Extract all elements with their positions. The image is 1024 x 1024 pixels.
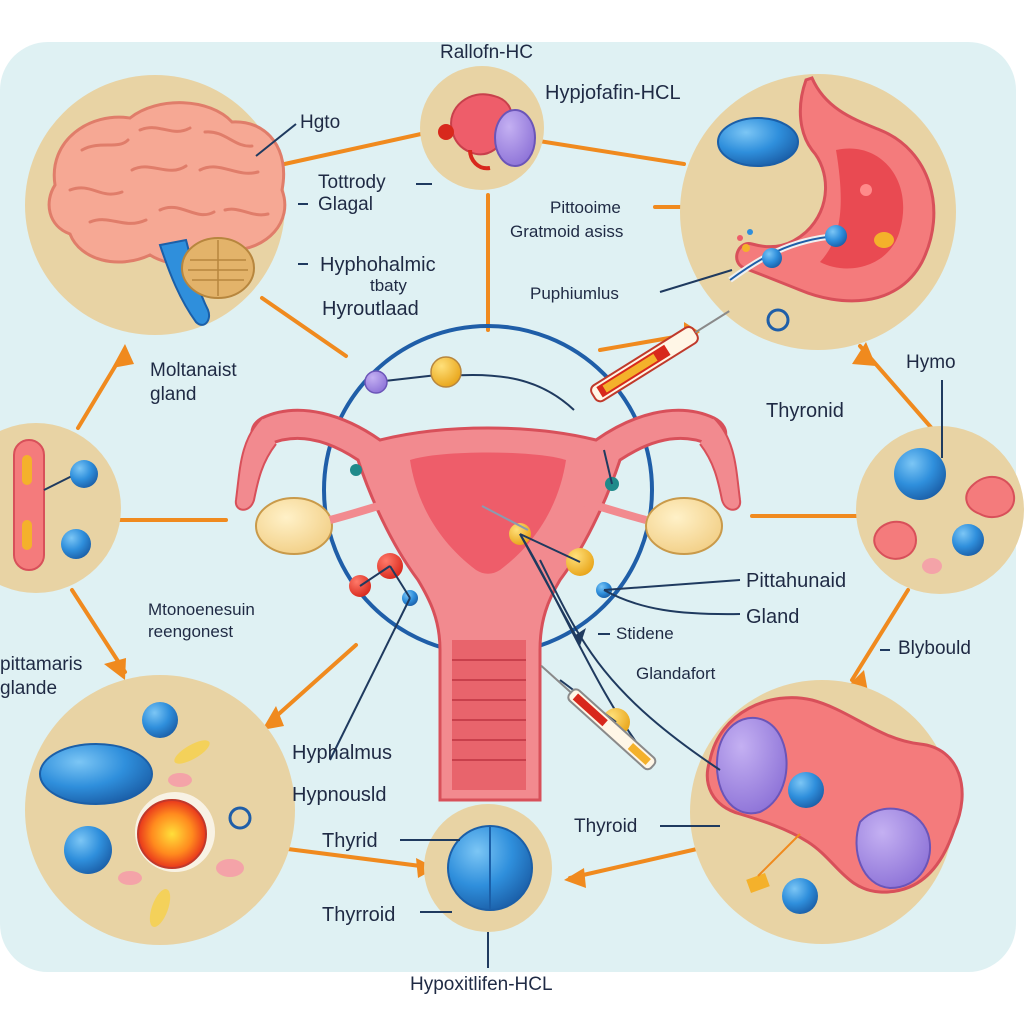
label-right-1: Hymo [906, 352, 956, 373]
syringe-top [590, 310, 730, 403]
label-brain-3: Glagal [318, 194, 373, 215]
label-lower-1: Hyphalmus [292, 742, 393, 764]
label-lower-4: Thyrroid [322, 904, 396, 926]
label-mid-right-1: Pittahunaid [746, 570, 847, 592]
left-cell [13, 439, 98, 571]
label-bottom: Hypoxitlifen-HCL [410, 974, 553, 995]
label-brain-2: Tottrody [318, 172, 386, 193]
label-right-2: Thyronid [766, 400, 844, 422]
label-lower-2: Hypnousld [292, 784, 387, 806]
label-lower-3: Thyrid [322, 830, 378, 852]
syringe-center [540, 664, 657, 771]
label-stomach-2: Gratmoid asiss [510, 222, 624, 241]
right-cell [873, 380, 1016, 574]
label-stomach-1: Pittooime [550, 198, 621, 217]
label-mid-right-4: Glandafort [636, 664, 716, 683]
label-far-left-1: pittamaris [0, 654, 83, 675]
label-hypo-3: Hyroutlaad [322, 298, 419, 320]
uterus [234, 408, 742, 802]
stomach [717, 76, 936, 332]
leader-lines [255, 123, 890, 913]
label-brain-1: Hgto [300, 112, 341, 133]
center-needle [481, 505, 529, 531]
label-left-1: Moltanaist [150, 360, 237, 381]
label-top-a: Rallofn-HC [440, 42, 533, 63]
label-top-b: Hypjofafin-HCL [545, 82, 681, 104]
thyroid-sphere [447, 825, 533, 968]
brain [47, 101, 287, 326]
label-mid-right-3: Stidene [616, 624, 674, 643]
thyroid-gland [705, 696, 964, 914]
label-mid-left-1: Mtonoenesuin [148, 600, 255, 619]
label-far-left-2: glande [0, 678, 58, 699]
label-lower-right: Thyroid [574, 816, 638, 837]
cells-cluster [39, 702, 252, 927]
molecules [329, 356, 741, 771]
label-far-right-1: Blybould [898, 638, 971, 659]
label-hypo-1: Hyphohalmic [320, 254, 436, 276]
label-mid-left-2: reengonest [148, 622, 234, 641]
label-stomach-3: Puphiumlus [530, 284, 619, 303]
label-hypo-2: tbaty [370, 276, 407, 295]
pituitary [438, 93, 536, 171]
label-mid-right-2: Gland [746, 606, 800, 628]
label-left-2: gland [150, 384, 197, 405]
